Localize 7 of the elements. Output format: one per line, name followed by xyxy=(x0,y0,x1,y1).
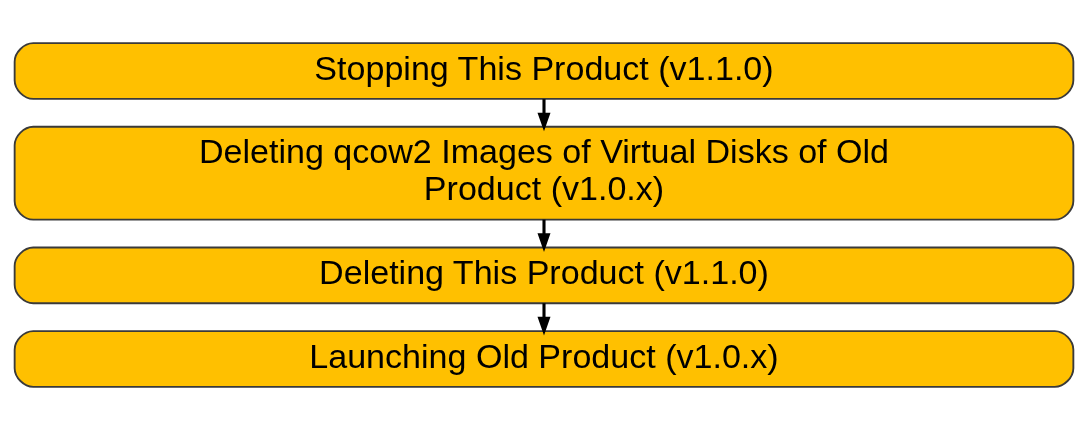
node-box: Stopping This Product (v1.1.0) xyxy=(13,42,1075,100)
node-box: Deleting qcow2 Images of Virtual Disks of Old Product (v1.0.x) xyxy=(13,125,1075,221)
arrow xyxy=(537,303,551,336)
node-box: Deleting This Product (v1.1.0) xyxy=(13,246,1075,305)
arrow xyxy=(537,99,551,132)
node-box: Launching Old Product (v1.0.x) xyxy=(13,330,1075,388)
arrow xyxy=(537,219,551,252)
